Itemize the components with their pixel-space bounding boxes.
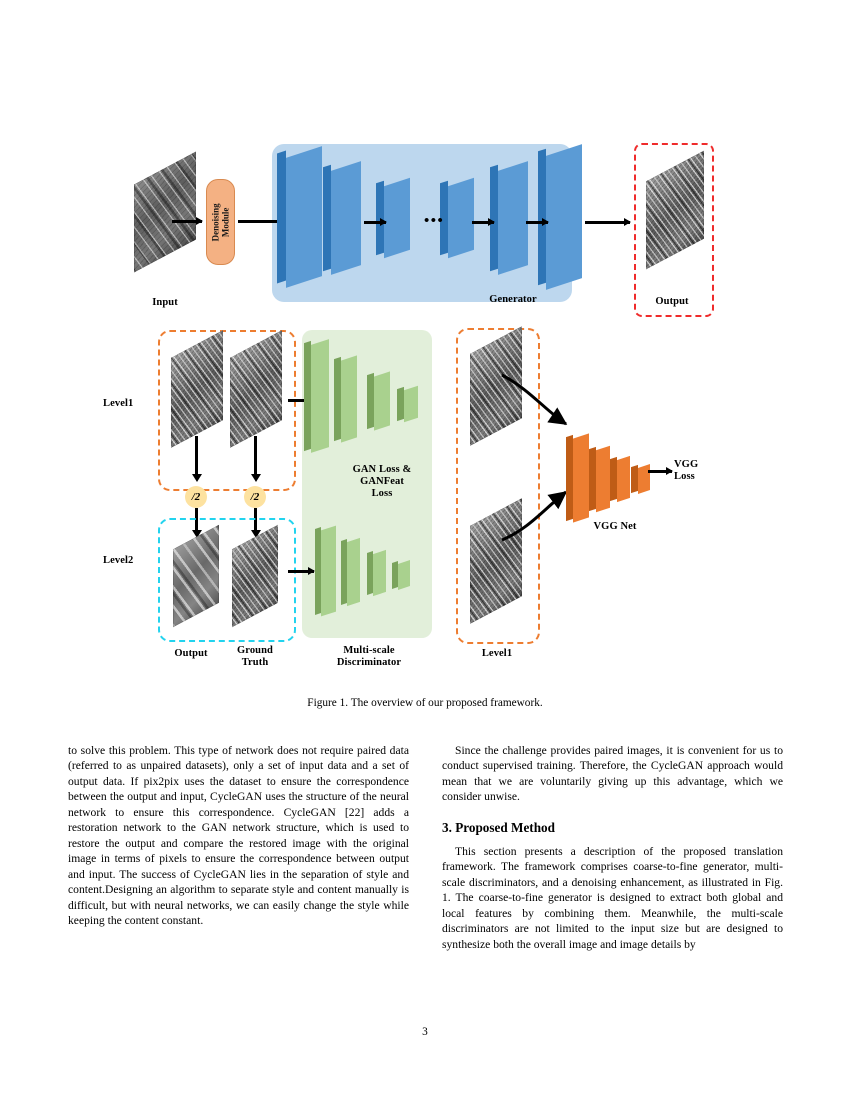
discriminator1-slab-2 — [334, 355, 357, 443]
vgg-slab-2 — [589, 445, 610, 513]
discriminator2-slab-2 — [341, 537, 360, 607]
generator-slab-4 — [440, 177, 474, 259]
downsample-circle-groundtruth: /2 — [244, 486, 266, 508]
body-columns: to solve this problem. This type of netw… — [68, 743, 784, 952]
arrow-generator-to-output — [585, 221, 630, 224]
vgg-slab-1 — [566, 433, 589, 523]
ground-truth-line2: Truth — [241, 656, 269, 668]
arrow-denoise-to-generator — [238, 220, 283, 223]
generator-slab-1 — [277, 146, 322, 288]
discriminator1-slab-4 — [397, 385, 418, 423]
level2-output-label: Output — [174, 648, 208, 659]
vgg-slab-3 — [610, 455, 630, 503]
arrow-down-level1-gt — [254, 436, 257, 474]
vgg-net-label: VGG Net — [593, 521, 637, 532]
denoising-module-line1: Denoising — [210, 202, 221, 242]
left-column: to solve this problem. This type of netw… — [68, 743, 409, 952]
denoising-module-label: Denoising Module — [210, 203, 231, 241]
level2-label: Level2 — [103, 555, 134, 566]
discriminator-label: Multi-scale Discriminator — [315, 645, 423, 669]
vgg-loss-line2: Loss — [674, 470, 695, 482]
ground-truth-line1: Ground — [236, 645, 273, 656]
discriminator-line2: Discriminator — [336, 656, 402, 668]
discriminator1-slab-1 — [304, 339, 329, 453]
input-image — [134, 151, 196, 273]
generator-label: Generator — [489, 294, 537, 305]
generator-slab-5 — [490, 161, 528, 275]
level2-groundtruth-label: Ground Truth — [224, 645, 286, 669]
arrow-vgg-to-loss — [648, 470, 672, 473]
vgg-level1-label: Level1 — [481, 648, 513, 659]
output-label: Output — [655, 296, 689, 307]
right-paragraph-1: Since the challenge provides paired imag… — [442, 744, 783, 804]
gan-loss-line2: GANFeat — [360, 475, 404, 487]
input-label: Input — [152, 297, 178, 308]
generator-slab-2 — [323, 161, 361, 275]
arrow-level1-to-discriminator — [288, 399, 314, 402]
gan-loss-line3: Loss — [371, 487, 393, 499]
downsample-circle-output: /2 — [185, 486, 207, 508]
level1-dashed-box — [158, 330, 296, 491]
right-paragraph-2: This section presents a description of t… — [442, 844, 783, 951]
vgg-curved-arrows — [501, 373, 568, 542]
level1-label: Level1 — [103, 398, 134, 409]
vgg-loss-line1: VGG — [674, 459, 699, 470]
gan-loss-label: GAN Loss & GANFeat Loss — [330, 464, 434, 499]
vgg-loss-label: VGG Loss — [674, 459, 722, 483]
discriminator2-slab-1 — [315, 525, 336, 617]
arrow-level2-to-discriminator — [288, 570, 314, 573]
arrow-gen-2 — [472, 221, 494, 224]
figure-caption: Figure 1. The overview of our proposed f… — [307, 697, 543, 709]
output-dashed-box — [634, 143, 714, 317]
denoising-module-line2: Module — [220, 207, 231, 237]
gan-loss-line1: GAN Loss & — [352, 464, 412, 475]
discriminator1-slab-3 — [367, 371, 390, 431]
generator-slab-3 — [376, 177, 410, 259]
left-paragraph-1: to solve this problem. This type of netw… — [68, 744, 409, 928]
discriminator2-slab-4 — [392, 560, 410, 590]
generator-slab-6 — [538, 144, 582, 290]
discriminator-line1: Multi-scale — [343, 645, 395, 656]
discriminator2-slab-3 — [367, 549, 386, 597]
right-column: Since the challenge provides paired imag… — [442, 743, 783, 952]
arrow-gen-3 — [526, 221, 548, 224]
section-heading-proposed-method: 3. Proposed Method — [442, 819, 555, 835]
figure-overview: Input Denoising Module ••• Generator — [0, 0, 850, 690]
generator-ellipsis: ••• — [424, 213, 445, 229]
arrow-gen-1 — [364, 221, 386, 224]
vgg-level1-dashed-box — [456, 328, 540, 644]
arrow-down-level1-output — [195, 436, 198, 474]
denoising-module-box: Denoising Module — [206, 179, 235, 265]
level2-dashed-box — [158, 518, 296, 642]
page-number: 3 — [422, 1026, 428, 1038]
arrow-input-to-denoise — [172, 220, 202, 223]
